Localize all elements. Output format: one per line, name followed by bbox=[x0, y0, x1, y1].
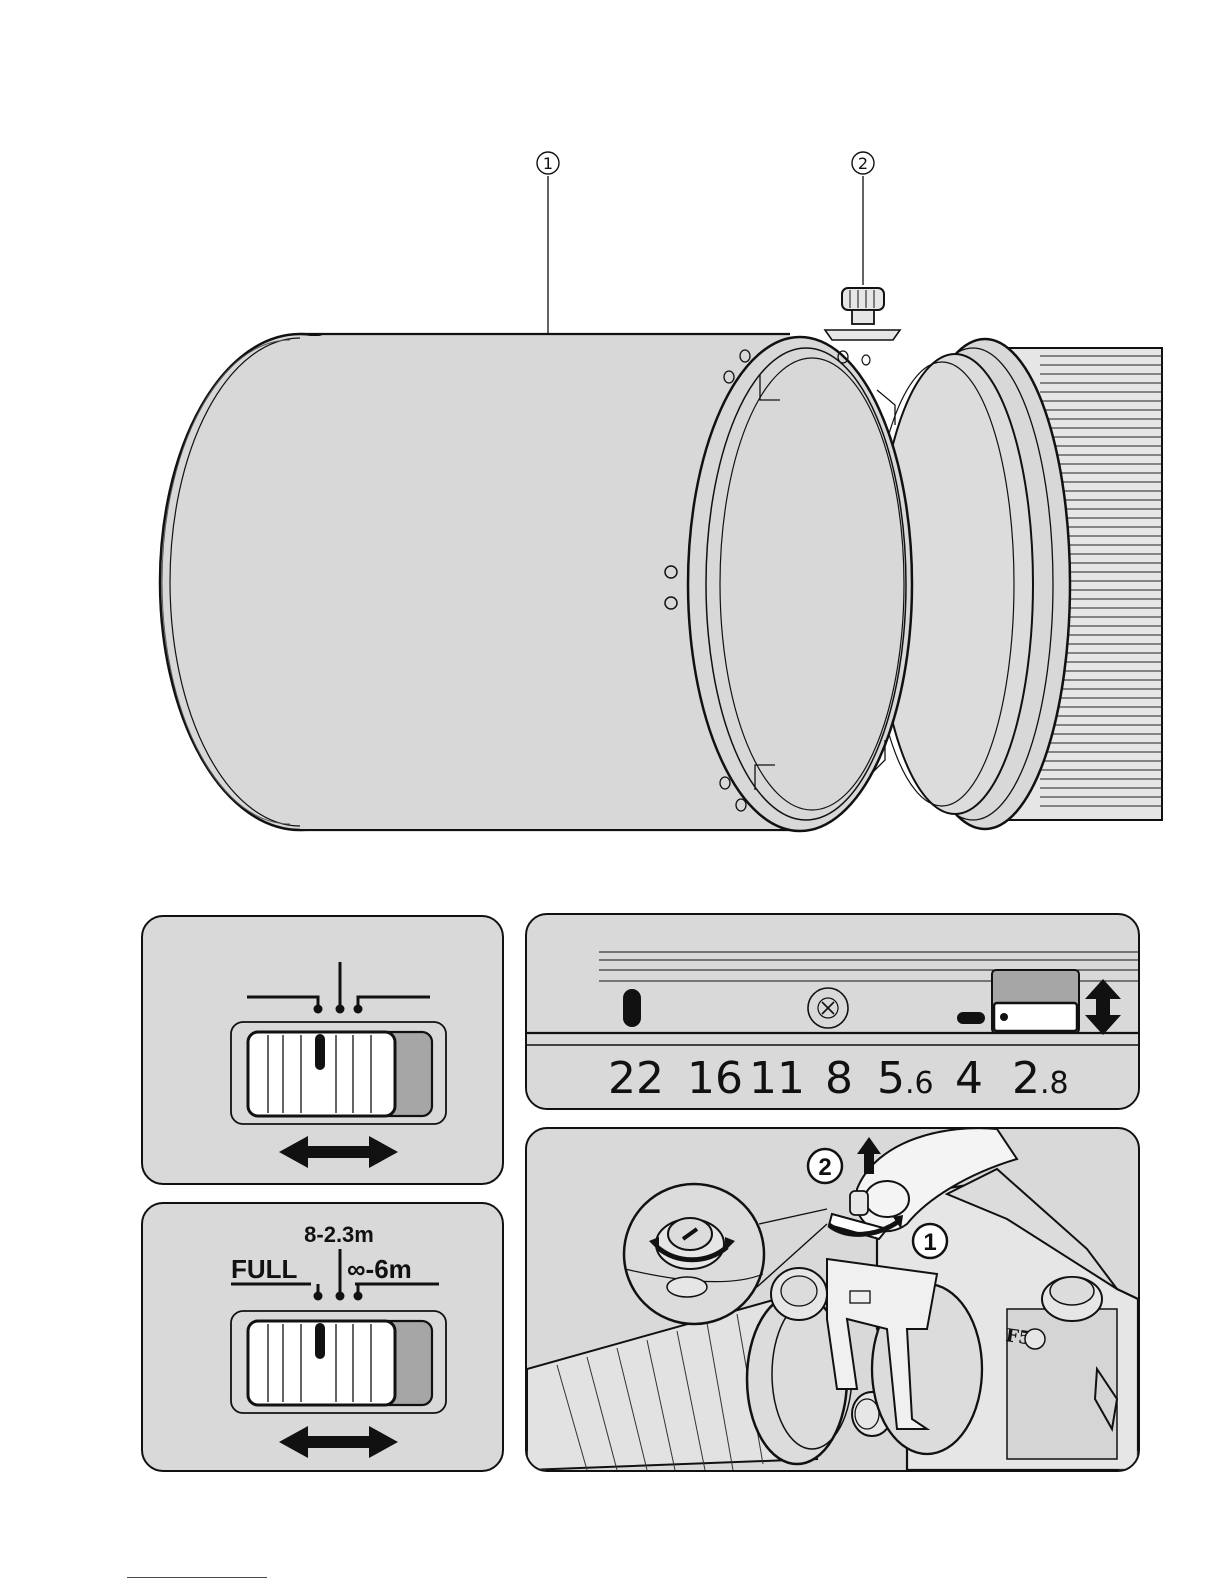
aperture-value-8: 8 bbox=[825, 1053, 853, 1104]
aperture-value-11: 11 bbox=[749, 1053, 805, 1104]
screw-icon bbox=[808, 988, 848, 1028]
aperture-value-4: 4 bbox=[955, 1053, 983, 1104]
lens-hood-illustration: 1 2 bbox=[0, 0, 1225, 880]
focus-switch-b-illustration: 8-2.3m FULL ∞-6m bbox=[143, 1204, 502, 1470]
range-8-2-3m-label: 8-2.3m bbox=[304, 1222, 374, 1247]
infinity-6m-label: ∞-6m bbox=[347, 1254, 412, 1284]
aperture-lock-tab bbox=[992, 970, 1079, 1033]
aperture-index-mark bbox=[623, 989, 641, 1027]
step-2-marker: 2 bbox=[808, 1149, 842, 1183]
focus-switch-panel-a bbox=[141, 915, 504, 1185]
svg-text:1: 1 bbox=[923, 1229, 936, 1256]
hood-cylinder bbox=[160, 334, 912, 831]
callout-2: 2 bbox=[852, 152, 874, 285]
lens-barrel bbox=[870, 339, 1162, 829]
aperture-value-22: 22 bbox=[608, 1053, 664, 1104]
full-label: FULL bbox=[231, 1254, 298, 1284]
callout-2-label: 2 bbox=[858, 154, 868, 173]
locking-knob-icon bbox=[825, 288, 900, 340]
aperture-value-16: 16 bbox=[687, 1053, 743, 1104]
camera-mount-panel: F5 bbox=[525, 1127, 1140, 1472]
up-down-arrow-icon bbox=[1085, 979, 1121, 1035]
camera-mount-illustration: F5 bbox=[527, 1129, 1138, 1470]
focus-switch-a-illustration bbox=[143, 917, 502, 1183]
step-1-marker: 1 bbox=[913, 1224, 947, 1258]
callout-1-label: 1 bbox=[543, 154, 553, 173]
svg-text:2: 2 bbox=[818, 1154, 831, 1181]
footer-underline bbox=[127, 1577, 267, 1578]
focus-switch-panel-b: 8-2.3m FULL ∞-6m bbox=[141, 1202, 504, 1472]
